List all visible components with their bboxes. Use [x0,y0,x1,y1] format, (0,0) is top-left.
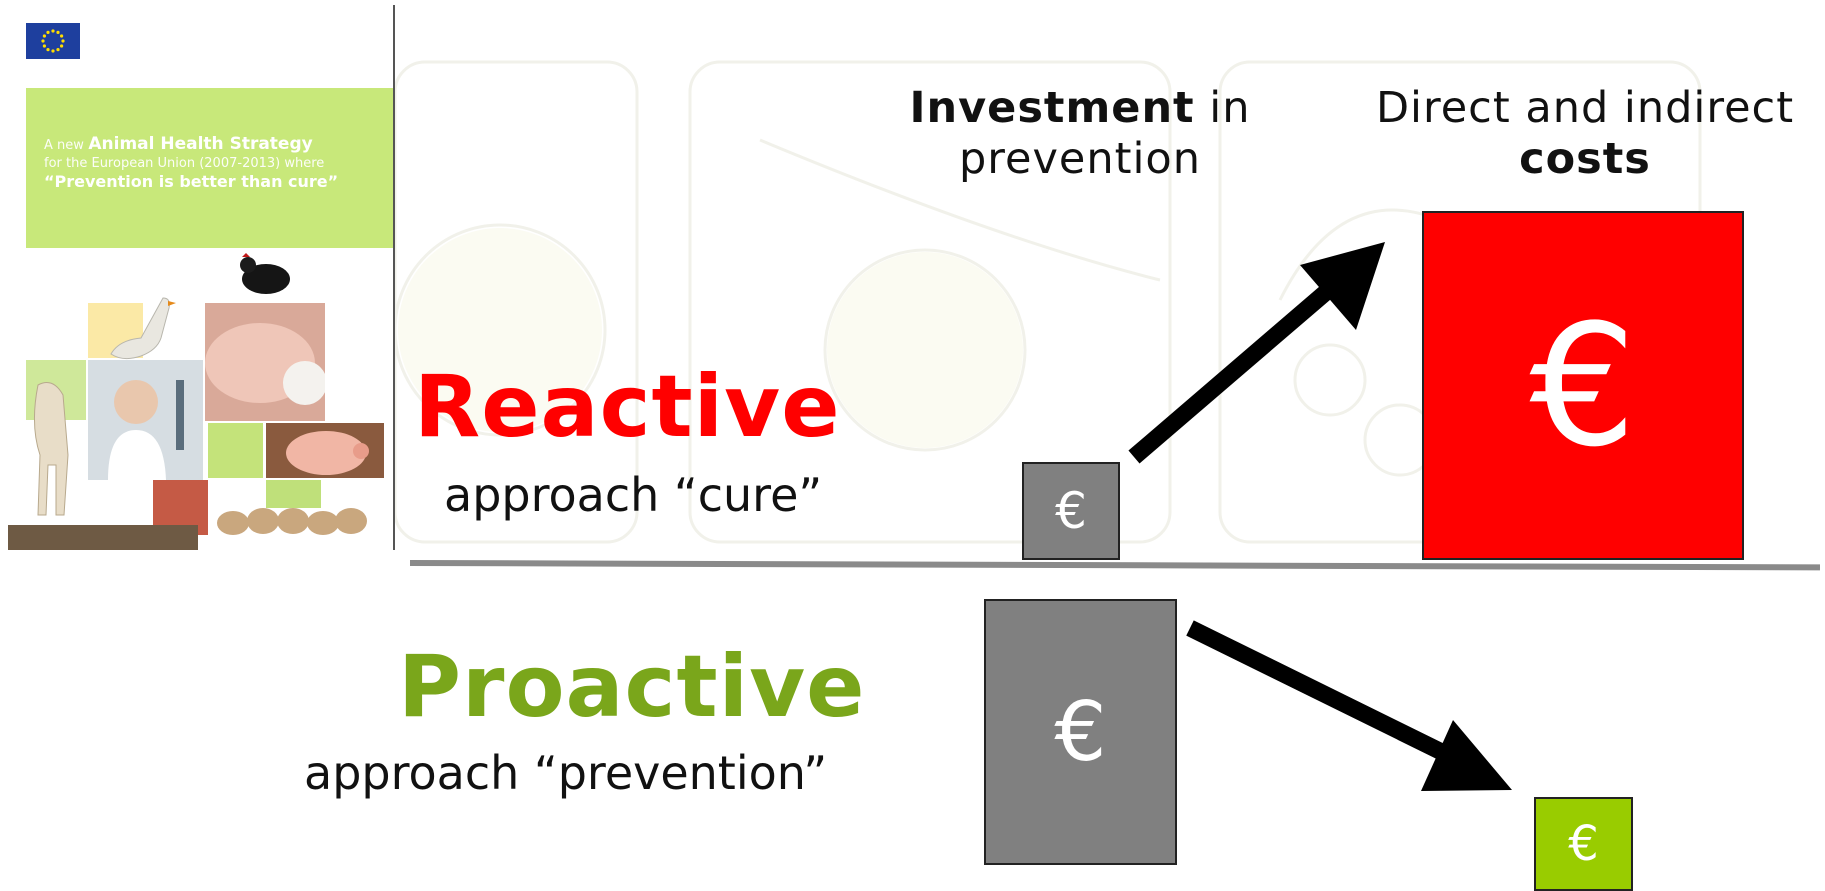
reactive-cost-box: € [1422,211,1744,560]
costs-header-bold: costs [1519,133,1651,184]
cover-title: A new Animal Health Strategy for the Eur… [44,135,384,191]
costs-header-line1: Direct and indirect [1375,83,1795,133]
investment-header: Investment in prevention [855,83,1305,184]
reactive-cost-euro: € [1529,287,1637,484]
cover-line2: for the European Union (2007-2013) where [44,156,325,171]
cover-title-band [26,88,393,248]
reactive-investment-euro: € [1055,482,1087,540]
eu-flag-icon [26,23,80,59]
cover-photo-rabbits [213,485,373,540]
cover-photo-hen [236,243,296,303]
costs-header: Direct and indirect costs [1335,83,1825,184]
cover-line1-prefix: A new [44,138,84,153]
reactive-investment-box: € [1022,462,1120,560]
proactive-subtitle: approach “prevention” [304,746,828,800]
proactive-cost-euro: € [1568,816,1599,872]
proactive-investment-euro: € [1054,684,1107,780]
cover-line3: “Prevention is better than cure” [44,172,339,191]
proactive-cost-box: € [1534,797,1633,891]
investment-header-rest: in [1194,83,1251,133]
cover-photo-scientist [88,360,203,480]
reactive-title: Reactive [414,357,841,457]
reactive-subtitle: approach “cure” [444,468,823,522]
cover-photo-goose [108,293,188,368]
proactive-investment-box: € [984,599,1177,865]
cover-photo-piglet [266,423,384,478]
cover-line1-emphasis: Animal Health Strategy [88,134,313,154]
cover-photo-tile-lime [208,423,263,478]
investment-header-line2: prevention [958,133,1201,184]
report-cover: A new Animal Health Strategy for the Eur… [8,5,395,550]
cover-photo-pig [205,303,327,421]
proactive-title: Proactive [398,637,866,737]
cover-photo-wooden-box [8,525,198,550]
cover-photo-tile-lime-2 [266,480,321,508]
cover-photo-goats [18,365,98,525]
investment-header-bold: Investment [909,83,1195,133]
